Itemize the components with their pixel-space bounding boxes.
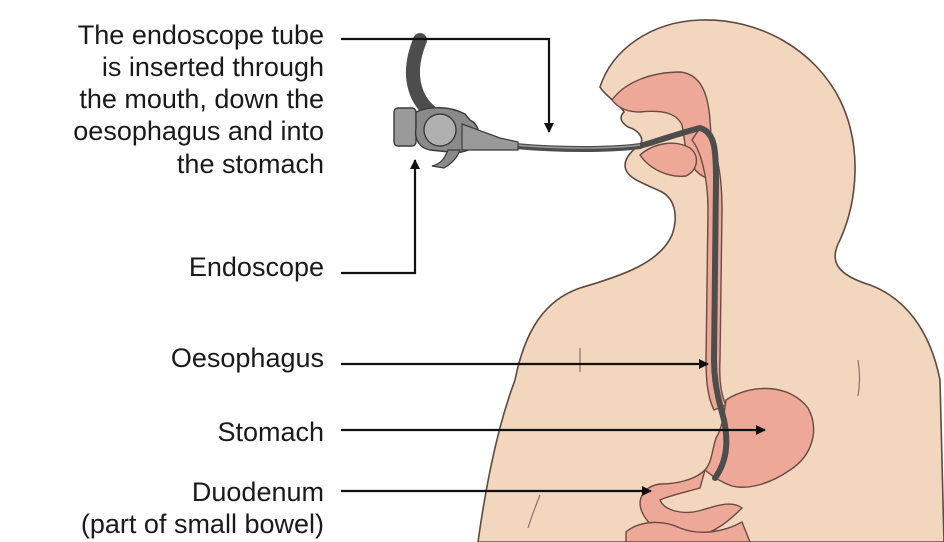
label-stomach: Stomach — [217, 416, 324, 448]
endoscope-cable — [413, 40, 440, 118]
label-endoscope: Endoscope — [189, 251, 324, 283]
label-endoscope-tube-line: the stomach — [73, 148, 324, 180]
label-endoscope-tube-line: The endoscope tube — [73, 19, 324, 51]
label-duodenum-line: (part of small bowel) — [81, 508, 324, 540]
label-oesophagus-text: Oesophagus — [171, 342, 324, 374]
endoscope-handle — [462, 124, 518, 150]
endoscope-lever — [432, 150, 460, 168]
leader-line-endoscope — [341, 160, 415, 273]
label-endoscope-text: Endoscope — [189, 251, 324, 283]
label-endoscope-tube: The endoscope tube is inserted through t… — [73, 19, 324, 180]
label-endoscope-tube-line: the mouth, down the — [73, 83, 324, 115]
endoscope-device — [394, 40, 518, 168]
endoscope-control-knob — [424, 114, 456, 146]
label-stomach-text: Stomach — [217, 416, 324, 448]
label-oesophagus: Oesophagus — [171, 342, 324, 374]
label-endoscope-tube-line: oesophagus and into — [73, 115, 324, 147]
label-duodenum: Duodenum (part of small bowel) — [81, 476, 324, 540]
endoscope-eyepiece — [394, 108, 416, 146]
label-endoscope-tube-line: is inserted through — [73, 51, 324, 83]
label-duodenum-line: Duodenum — [81, 476, 324, 508]
